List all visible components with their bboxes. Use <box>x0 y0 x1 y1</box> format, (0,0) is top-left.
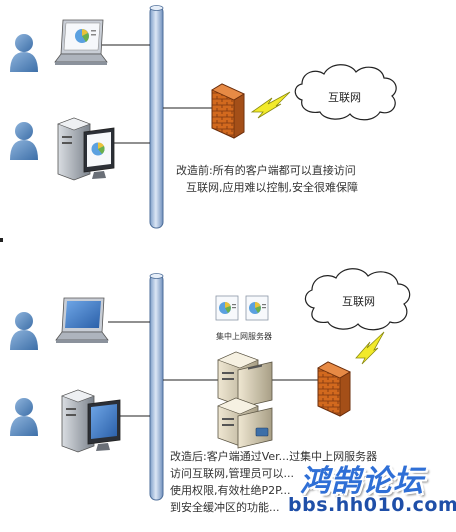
lightning-icon <box>250 91 291 119</box>
caption-line: 到安全缓冲区的功能... <box>170 501 280 514</box>
desktop-icon <box>61 389 121 453</box>
user-icon <box>10 398 38 436</box>
server-label: 集中上网服务器 <box>216 332 272 341</box>
caption-line: 改造前:所有的客户端都可以直接访问 <box>176 164 356 177</box>
caption-line: 互联网,应用难以控制,安全很难保障 <box>186 181 358 194</box>
laptop-icon <box>54 19 108 65</box>
caption-line: 改造后:客户端通过Ver...过集中上网服务器 <box>170 450 378 463</box>
watermark-title: 鸿鹄论坛 <box>300 464 424 499</box>
caption-before: 改造前:所有的客户端都可以直接访问 互联网,应用难以控制,安全很难保障 <box>176 162 358 196</box>
internet-label: 互联网 <box>328 91 361 104</box>
divider-mark <box>0 238 3 242</box>
watermark-url: bbs.hh010.com <box>288 494 456 516</box>
desktop-icon <box>57 117 115 181</box>
caption-line: 使用权限,有效杜绝P2P... <box>170 484 291 497</box>
document-icon <box>215 295 239 321</box>
caption-line: 访问互联网,管理员可以... <box>170 467 294 480</box>
caption-after: 改造后:客户端通过Ver...过集中上网服务器 访问互联网,管理员可以... 使… <box>170 448 377 516</box>
backbone-pipe-bottom <box>149 273 164 501</box>
internet-label: 互联网 <box>342 295 375 308</box>
user-icon <box>10 34 38 72</box>
firewall-icon <box>317 361 351 417</box>
firewall-icon <box>211 83 245 139</box>
user-icon <box>10 122 38 160</box>
cloud-icon: 互联网 <box>304 268 411 331</box>
cloud-icon: 互联网 <box>294 64 397 121</box>
server-icon <box>217 351 273 409</box>
user-icon <box>10 312 38 350</box>
laptop-icon <box>55 297 109 343</box>
backbone-pipe-top <box>149 5 164 229</box>
document-icon <box>245 295 269 321</box>
lightning-icon <box>355 331 385 365</box>
server-icon <box>217 397 273 449</box>
